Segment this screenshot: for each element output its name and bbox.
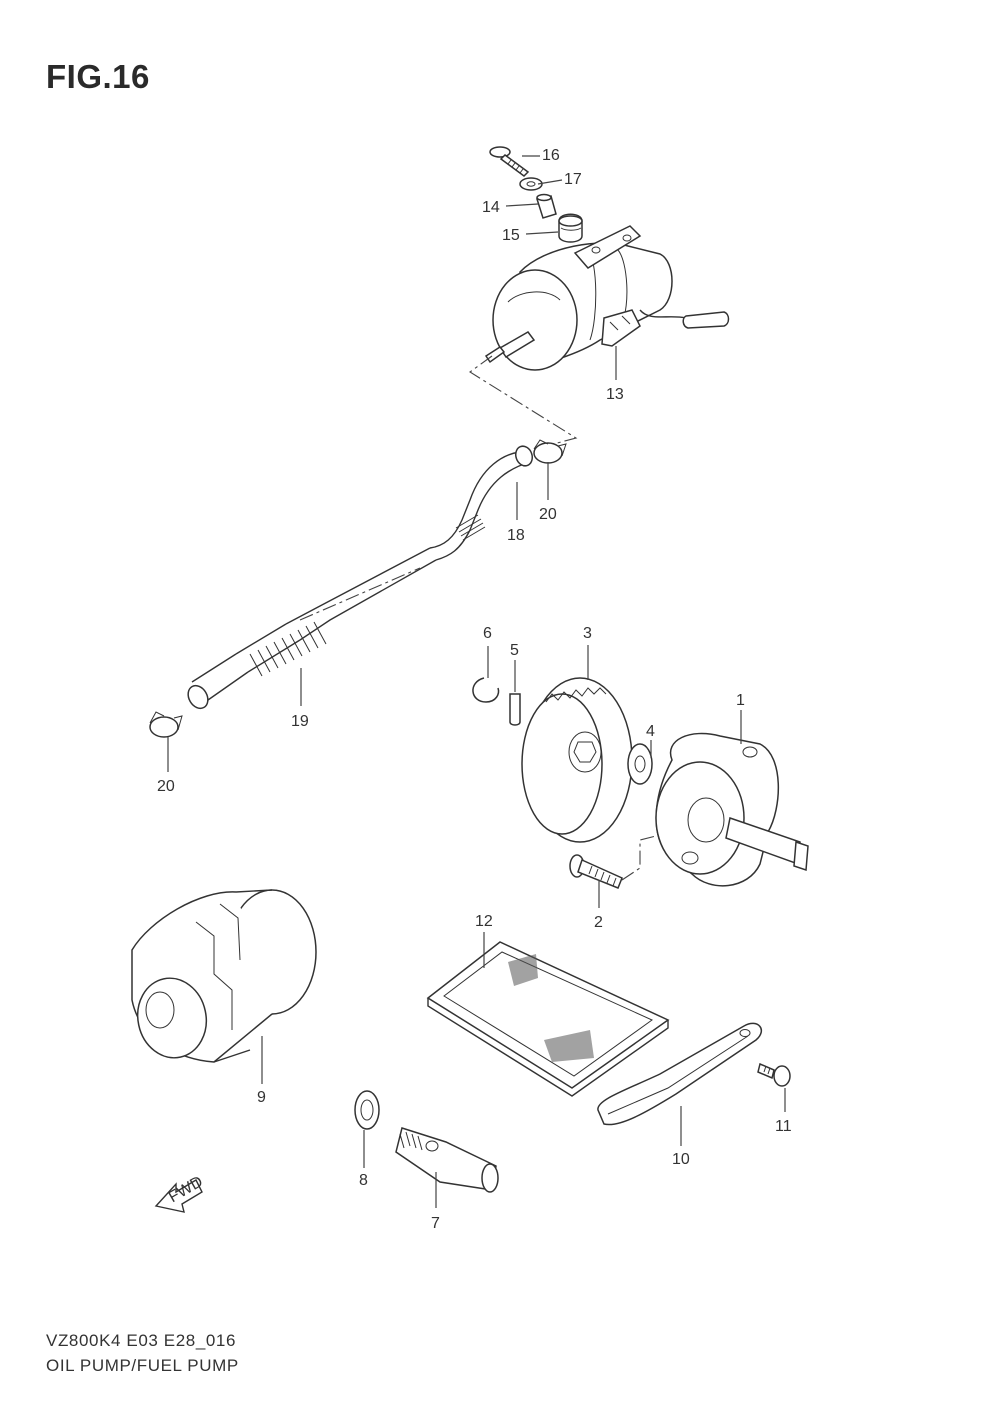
leader-lines bbox=[167, 155, 786, 1208]
callout-18: 18 bbox=[507, 527, 525, 544]
callout-7: 7 bbox=[431, 1215, 440, 1232]
oil-pump-assembly bbox=[472, 677, 809, 889]
union-bolt-part-7 bbox=[395, 1127, 499, 1193]
oil-filter-part-9 bbox=[131, 889, 317, 1063]
callout-20-upper: 20 bbox=[539, 506, 557, 523]
callout-16: 16 bbox=[542, 147, 560, 164]
fuel-hose-assembly bbox=[149, 439, 567, 738]
callout-1: 1 bbox=[736, 692, 745, 709]
callout-2: 2 bbox=[594, 914, 603, 931]
callout-6: 6 bbox=[483, 625, 492, 642]
callout-17: 17 bbox=[564, 171, 582, 188]
hose-clamp-part-20-upper bbox=[533, 439, 567, 464]
fuel-hose-part-19 bbox=[299, 559, 437, 641]
callout-3: 3 bbox=[583, 625, 592, 642]
washer-part-4 bbox=[627, 743, 653, 785]
fuel-pump-assembly bbox=[469, 146, 730, 447]
callout-14: 14 bbox=[482, 199, 500, 216]
callout-13: 13 bbox=[606, 386, 624, 403]
oil-pump-body-part-1 bbox=[655, 732, 809, 887]
bolt-part-16 bbox=[489, 146, 530, 177]
callout-numbers: 16 17 14 15 13 20 18 19 20 6 5 3 4 1 2 1… bbox=[157, 147, 792, 1232]
callout-5: 5 bbox=[510, 642, 519, 659]
model-code-label: VZ800K4 E03 E28_016 bbox=[46, 1331, 237, 1350]
bolt-part-11 bbox=[757, 1062, 791, 1087]
callout-10: 10 bbox=[672, 1151, 690, 1168]
hose-clamp-part-20-lower bbox=[149, 711, 183, 738]
washer-part-8 bbox=[354, 1090, 380, 1130]
fuel-line-route bbox=[469, 355, 578, 447]
callout-20-lower: 20 bbox=[157, 778, 175, 795]
gasket-part-10 bbox=[597, 1022, 762, 1126]
pin-part-5 bbox=[509, 693, 521, 726]
callout-11: 11 bbox=[775, 1118, 792, 1135]
washer-part-17 bbox=[519, 177, 543, 191]
collar-part-14 bbox=[536, 193, 557, 219]
callout-8: 8 bbox=[359, 1172, 368, 1189]
callout-9: 9 bbox=[257, 1089, 266, 1106]
circlip-part-6 bbox=[472, 677, 500, 703]
fwd-arrow-icon: FWD bbox=[154, 1173, 206, 1213]
callout-15: 15 bbox=[502, 227, 520, 244]
section-name-label: OIL PUMP/FUEL PUMP bbox=[46, 1356, 239, 1375]
callout-19: 19 bbox=[291, 713, 309, 730]
grommet-part-15 bbox=[558, 213, 583, 243]
callout-4: 4 bbox=[646, 723, 655, 740]
figure-title: FIG.16 bbox=[46, 58, 150, 95]
callout-12: 12 bbox=[475, 913, 493, 930]
bolt-part-2 bbox=[569, 854, 623, 889]
fuel-hose-part-18-edge-a bbox=[435, 461, 531, 561]
oil-pump-gear-part-3 bbox=[521, 677, 633, 843]
fuel-pump-part-13 bbox=[484, 225, 730, 371]
oil-strainer-part-12 bbox=[426, 941, 670, 1097]
